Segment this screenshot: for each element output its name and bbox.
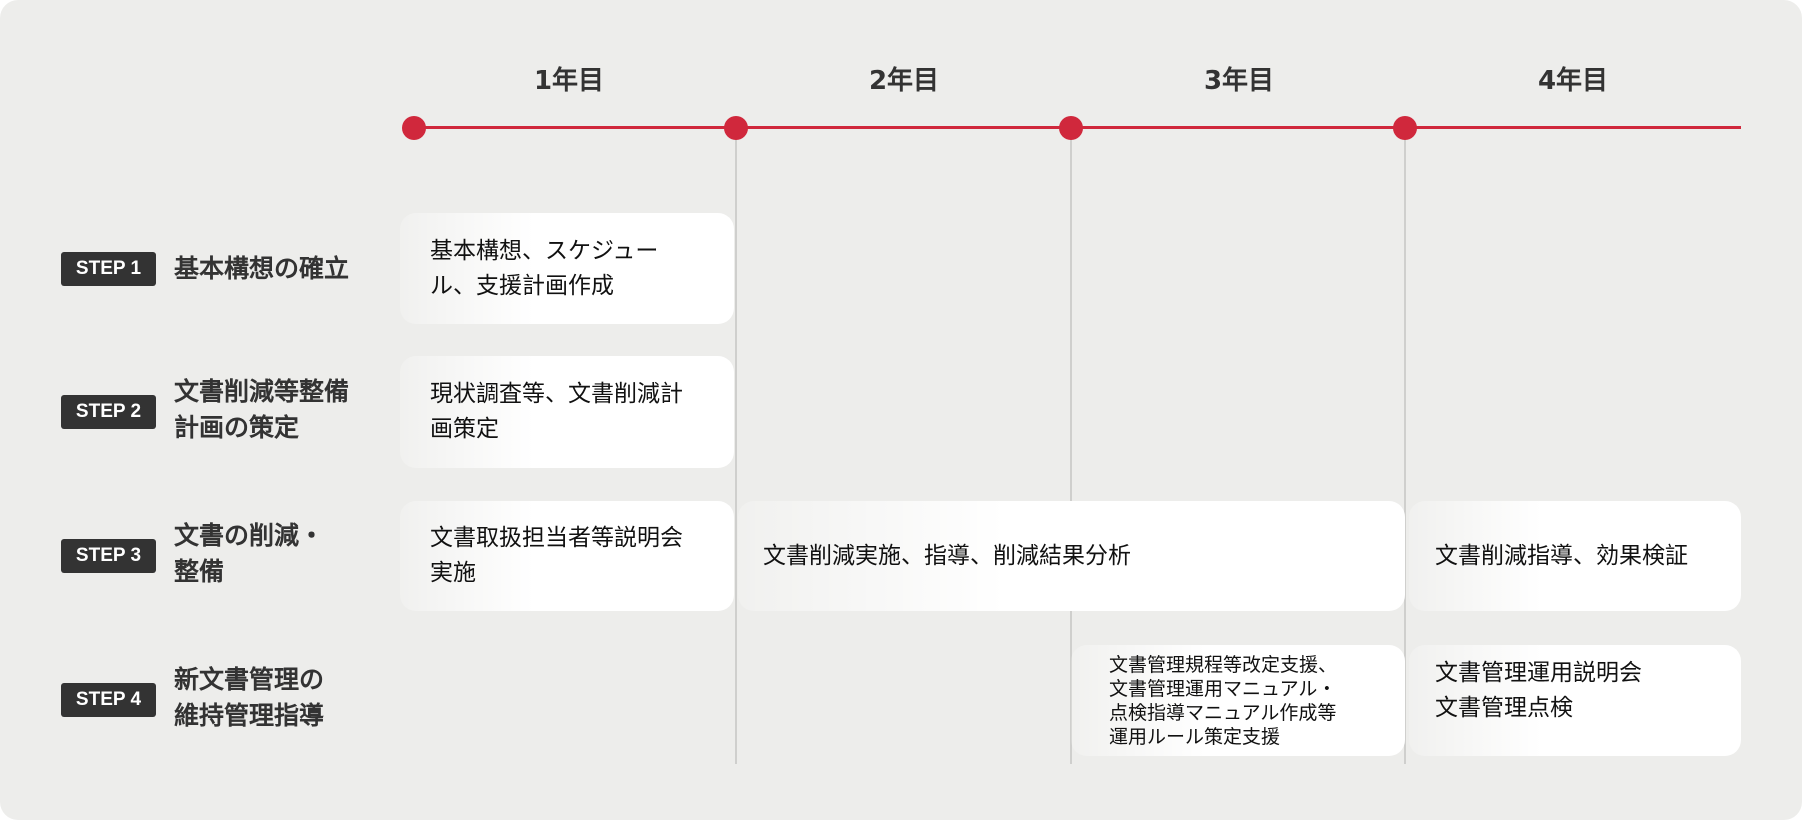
step-4-task-year-4: 文書管理運用説明会文書管理点検 (1409, 645, 1741, 756)
step-3-task-year-4: 文書削減指導、効果検証 (1409, 501, 1741, 611)
step-2-label: 文書削減等整備計画の策定 (174, 374, 349, 446)
task-line: 文書管理運用マニュアル・ (1109, 677, 1337, 700)
step-4-badge: STEP 4 (61, 683, 156, 717)
task-line: 実施 (430, 560, 476, 586)
task-line: 運用ルール策定支援 (1109, 725, 1281, 748)
task-line: ル、支援計画作成 (430, 272, 614, 299)
step-3-badge: STEP 3 (61, 539, 156, 573)
label-line: 維持管理指導 (174, 701, 325, 730)
label-line: 整備 (174, 557, 225, 586)
task-line: 基本構想、スケジュー (430, 237, 659, 264)
step-1-label: 基本構想の確立 (174, 251, 349, 287)
year-divider (1070, 128, 1072, 764)
step-3-task-years-2-3: 文書削減実施、指導、削減結果分析 (738, 501, 1405, 611)
label-line: 基本構想の確立 (174, 254, 350, 283)
timeline-dot (724, 116, 748, 140)
step-1-task-year-1: 基本構想、スケジュール、支援計画作成 (400, 213, 734, 324)
label-line: 計画の策定 (174, 413, 300, 442)
step-4-label: 新文書管理の維持管理指導 (174, 662, 324, 734)
year-divider (1404, 128, 1406, 764)
step-2-badge: STEP 2 (61, 395, 156, 429)
task-line: 文書管理規程等改定支援、 (1109, 653, 1338, 676)
step-3-label: 文書の削減・整備 (174, 518, 324, 590)
year-1-label: 1年目 (533, 66, 605, 96)
year-3-label: 3年目 (1203, 66, 1275, 96)
task-line: 文書取扱担当者等説明会 (430, 525, 683, 551)
task-line: 画策定 (430, 416, 499, 442)
timeline-dot (1059, 116, 1083, 140)
label-line: 文書の削減・ (174, 521, 325, 550)
label-line: 文書削減等整備 (174, 377, 350, 406)
task-line: 文書管理運用説明会 (1435, 659, 1642, 686)
label-line: 新文書管理の (174, 665, 325, 694)
timeline-dot (402, 116, 426, 140)
step-1-badge: STEP 1 (61, 252, 156, 286)
task-line: 文書削減指導、効果検証 (1435, 542, 1688, 569)
year-divider (735, 128, 737, 764)
year-2-label: 2年目 (868, 66, 940, 96)
task-line: 現状調査等、文書削減計 (430, 381, 683, 407)
task-line: 文書削減実施、指導、削減結果分析 (763, 542, 1131, 569)
step-2-task-year-1: 現状調査等、文書削減計画策定 (400, 356, 734, 468)
step-4-task-year-3: 文書管理規程等改定支援、文書管理運用マニュアル・点検指導マニュアル作成等運用ルー… (1071, 645, 1405, 756)
year-4-label: 4年目 (1537, 66, 1609, 96)
timeline-dot (1393, 116, 1417, 140)
task-line: 点検指導マニュアル作成等 (1109, 701, 1337, 724)
task-line: 文書管理点検 (1435, 694, 1573, 721)
step-3-task-year-1: 文書取扱担当者等説明会実施 (400, 501, 734, 611)
